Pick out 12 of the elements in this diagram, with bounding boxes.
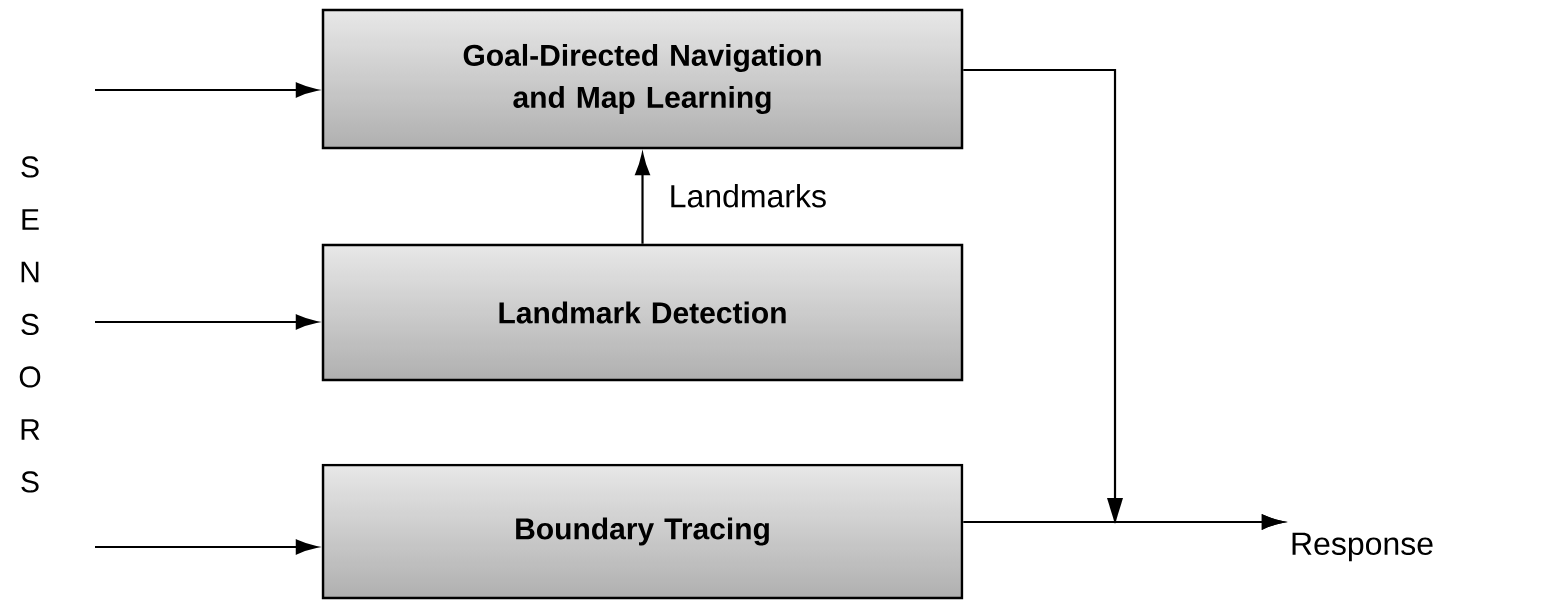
side-letter: S xyxy=(21,471,39,493)
side-letter: S xyxy=(21,156,39,178)
side-letter: R xyxy=(21,419,40,440)
process-box: Goal-Directed Navigation and Map Learning xyxy=(321,8,964,150)
side-letter: S xyxy=(21,313,39,336)
output-label: Response xyxy=(1292,532,1433,562)
side-letter: N xyxy=(21,261,39,283)
side-letter: E xyxy=(22,209,39,230)
side-letter: O xyxy=(19,366,41,388)
process-box: Boundary Tracing xyxy=(321,463,964,600)
process-box: Landmark Detection xyxy=(321,243,964,382)
edge-label: Landmarks xyxy=(671,184,826,208)
